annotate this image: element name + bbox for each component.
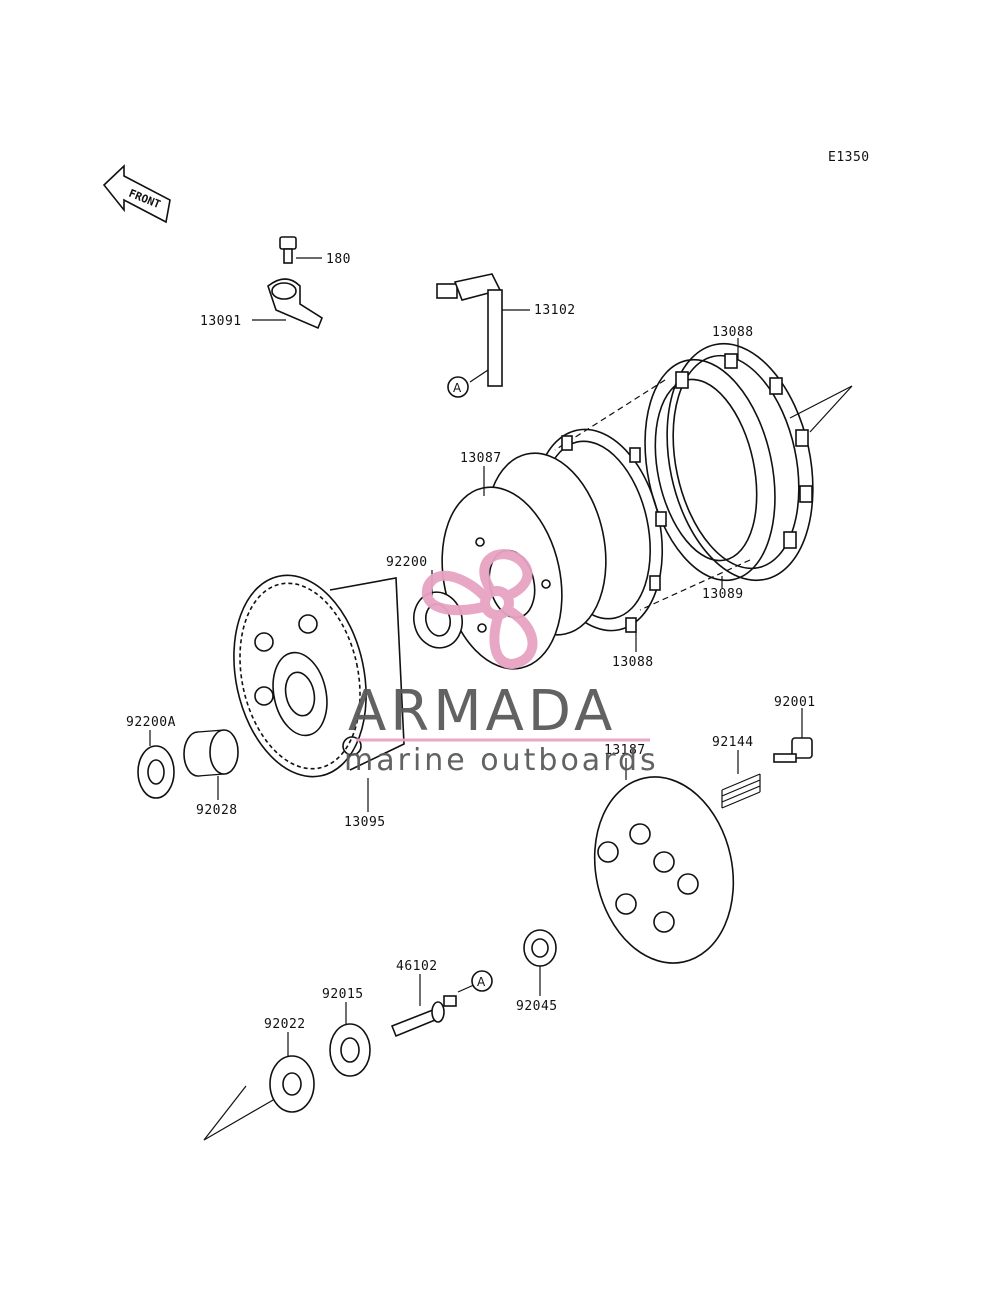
label-92028[interactable]: 92028 <box>196 803 238 818</box>
clutch-housing-13095 <box>233 574 405 812</box>
label-13088-bottom[interactable]: 13088 <box>612 655 654 670</box>
ref-marker-a-bottom: A <box>477 975 486 989</box>
label-92022[interactable]: 92022 <box>264 1017 306 1032</box>
axis-line-bottom <box>203 1095 281 1141</box>
nut-92015 <box>329 1002 371 1077</box>
washer-92200A <box>137 730 175 799</box>
front-arrow-icon: FRONT <box>102 164 171 224</box>
label-46102[interactable]: 46102 <box>396 959 438 974</box>
label-13087[interactable]: 13087 <box>460 451 502 466</box>
friction-plate-13088-top <box>666 338 814 588</box>
spring-92144 <box>721 750 761 809</box>
label-13102[interactable]: 13102 <box>534 303 576 318</box>
label-13187[interactable]: 13187 <box>604 743 646 758</box>
label-92045[interactable]: 92045 <box>516 999 558 1014</box>
label-92200[interactable]: 92200 <box>386 555 428 570</box>
release-shaft-13102: A <box>436 273 530 398</box>
label-13091[interactable]: 13091 <box>200 314 242 329</box>
collar-92028 <box>183 729 239 800</box>
washer-92022 <box>269 1032 315 1113</box>
propeller-logo-icon <box>421 549 538 670</box>
ref-marker-a-top: A <box>453 381 462 395</box>
label-92200A[interactable]: 92200A <box>126 715 176 730</box>
label-13095[interactable]: 13095 <box>344 815 386 830</box>
watermark-tagline: marine outboards <box>344 743 659 778</box>
axis-line-top <box>809 385 853 433</box>
label-92001[interactable]: 92001 <box>774 695 816 710</box>
label-13088-top[interactable]: 13088 <box>712 325 754 340</box>
label-92144[interactable]: 92144 <box>712 735 754 750</box>
bearing-92045 <box>523 929 557 996</box>
label-92015[interactable]: 92015 <box>322 987 364 1002</box>
watermark-brand: ARMADA <box>348 679 616 744</box>
bracket-13091 <box>252 278 323 330</box>
bolt-92001 <box>773 708 813 763</box>
push-rod-46102: A <box>390 970 493 1038</box>
pressure-plate-13187 <box>593 758 735 964</box>
label-13089[interactable]: 13089 <box>702 587 744 602</box>
watermark: ARMADA marine outboards <box>344 549 659 778</box>
diagram-code: E1350 <box>828 150 870 165</box>
projection-line-bottom <box>639 559 751 611</box>
projection-line-top <box>554 379 666 451</box>
bolt-180 <box>279 236 322 264</box>
label-180[interactable]: 180 <box>326 252 351 267</box>
